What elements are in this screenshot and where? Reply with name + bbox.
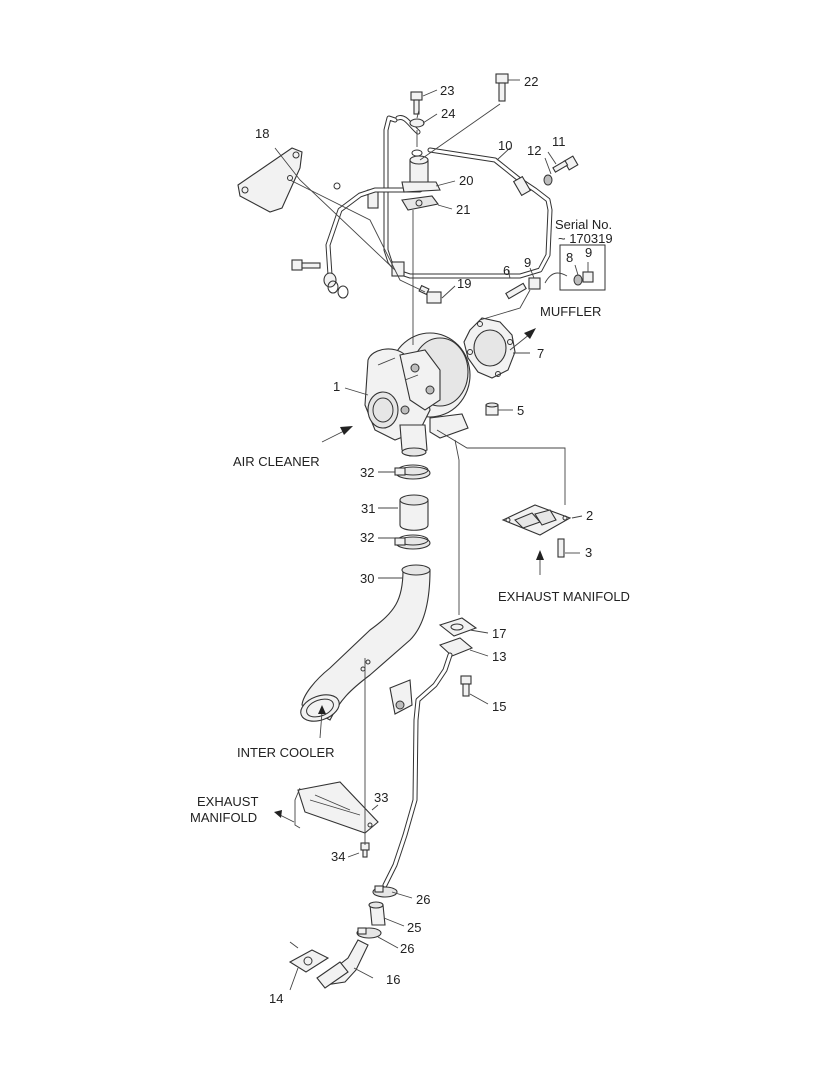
callout-21: 21 <box>456 202 470 217</box>
callout-13: 13 <box>492 649 506 664</box>
callout-9-serial: 9 <box>585 245 592 260</box>
oil-return-pipe <box>323 187 423 299</box>
bolt-22 <box>495 73 509 102</box>
serial-label-line1: Serial No. <box>555 217 612 232</box>
callout-32-upper: 32 <box>360 465 374 480</box>
callout-30: 30 <box>360 571 374 586</box>
gasket-14 <box>288 949 330 973</box>
bolt-19 <box>418 284 442 304</box>
callout-24: 24 <box>441 106 455 121</box>
bolt-left <box>291 182 341 271</box>
oil-pipe-10 <box>367 115 553 279</box>
callout-34: 34 <box>331 849 345 864</box>
arrow-air-cleaner <box>321 426 353 443</box>
callout-14: 14 <box>269 991 283 1006</box>
caption-inter-cooler: INTER COOLER <box>237 745 335 760</box>
callout-11: 11 <box>552 134 566 149</box>
clamp-32-upper <box>394 464 431 480</box>
arrow-exhaust-manifold <box>536 550 544 575</box>
callout-9: 9 <box>524 255 531 270</box>
bolt-11 <box>552 155 579 173</box>
callout-31: 31 <box>361 501 375 516</box>
bracket-33 <box>297 781 379 834</box>
callout-26-lower: 26 <box>400 941 414 956</box>
hose-25 <box>368 901 386 926</box>
callout-12: 12 <box>527 143 541 158</box>
caption-muffler: MUFFLER <box>540 304 601 319</box>
gasket-2 <box>501 504 572 536</box>
clamp-26-upper <box>372 885 398 898</box>
bolt-15 <box>460 675 472 697</box>
gasket-17 <box>438 617 478 637</box>
callout-23: 23 <box>440 83 454 98</box>
callout-17: 17 <box>492 626 506 641</box>
callout-16: 16 <box>386 972 400 987</box>
bolt-23 <box>410 91 423 115</box>
arrow-exhaust-manifold-left <box>274 810 295 823</box>
gasket-7 <box>463 317 516 379</box>
callout-3: 3 <box>585 545 592 560</box>
nut-9 <box>528 277 541 290</box>
gasket-21 <box>401 195 439 211</box>
caption-air-cleaner: AIR CLEANER <box>233 454 320 469</box>
clamp-32-lower <box>394 534 431 550</box>
callout-25: 25 <box>407 920 421 935</box>
nut-5 <box>485 402 499 416</box>
stud-6 <box>505 282 527 300</box>
callout-20: 20 <box>459 173 473 188</box>
caption-exhaust-manifold-right: EXHAUST MANIFOLD <box>498 589 630 604</box>
serial-box <box>544 244 606 291</box>
arrow-inter-cooler <box>318 705 326 739</box>
caption-exhaust-left-line2: MANIFOLD <box>190 810 257 825</box>
callout-22: 22 <box>524 74 538 89</box>
hose-31 <box>399 494 429 531</box>
leader-lines <box>274 79 589 991</box>
caption-exhaust-left-line1: EXHAUST <box>197 794 258 809</box>
callout-26-upper: 26 <box>416 892 430 907</box>
washer-12 <box>543 174 553 186</box>
callout-1: 1 <box>333 379 340 394</box>
oil-inlet-20 <box>401 155 441 193</box>
bracket-18 <box>237 147 303 213</box>
callout-7: 7 <box>537 346 544 361</box>
pipe-16 <box>316 939 369 989</box>
callout-10: 10 <box>498 138 512 153</box>
callout-32-lower: 32 <box>360 530 374 545</box>
stud-3 <box>557 538 565 558</box>
callout-6: 6 <box>503 263 510 278</box>
intake-tube-30 <box>300 564 431 722</box>
callout-15: 15 <box>492 699 506 714</box>
bolt-34 <box>360 842 370 858</box>
callout-18: 18 <box>255 126 269 141</box>
callout-19: 19 <box>457 276 471 291</box>
callout-5: 5 <box>517 403 524 418</box>
serial-label-line2: ~ 170319 <box>558 231 613 246</box>
callout-2: 2 <box>586 508 593 523</box>
callout-8: 8 <box>566 250 573 265</box>
clamp-26-lower <box>356 927 382 939</box>
turbocharger-1 <box>364 332 471 457</box>
callout-33: 33 <box>374 790 388 805</box>
arrow-muffler <box>509 328 536 351</box>
drain-pipe-13 <box>382 637 474 888</box>
